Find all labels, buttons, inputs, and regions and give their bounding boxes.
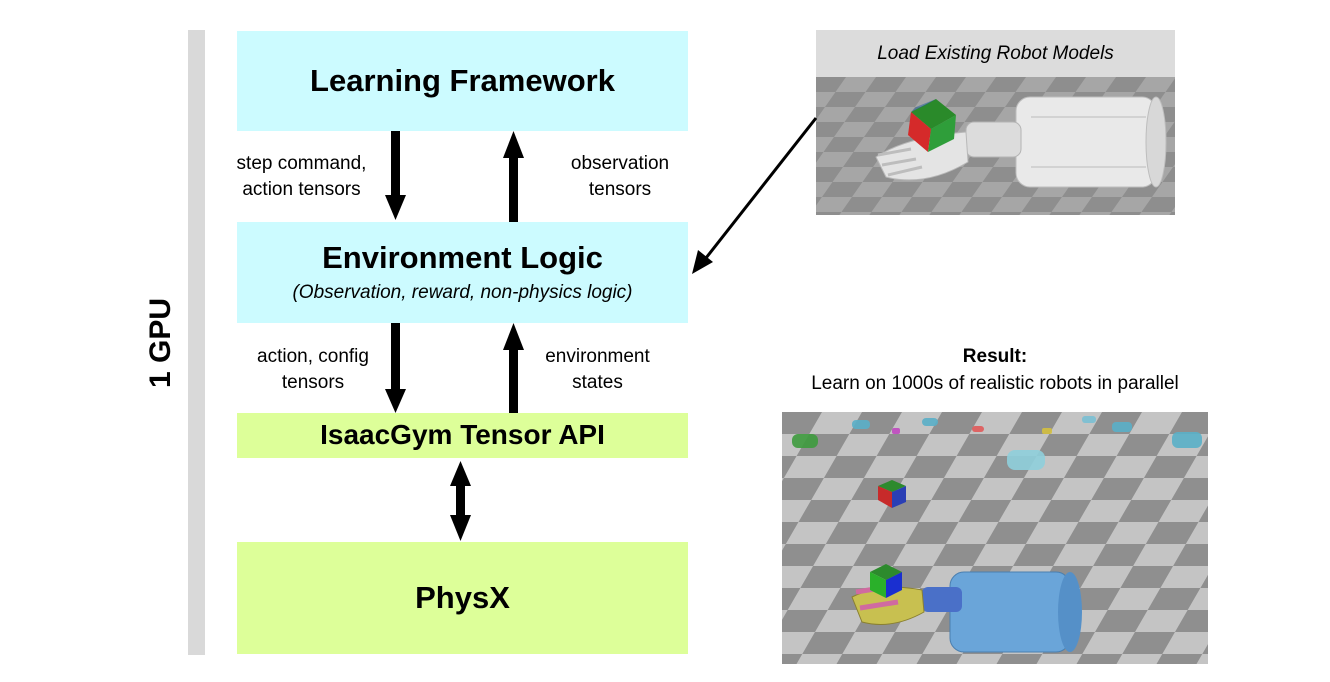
environment-logic-block: Environment Logic (Observation, reward, …	[237, 222, 688, 323]
learning-framework-block: Learning Framework	[237, 31, 688, 131]
environment-logic-title: Environment Logic	[322, 240, 603, 276]
step-command-line-2: action tensors	[242, 179, 361, 200]
action-config-line-2: tensors	[281, 372, 345, 393]
tensor-api-block: IsaacGym Tensor API	[237, 413, 688, 458]
parallel-robots-render	[782, 412, 1208, 664]
action-config-line-1: action, config	[257, 346, 369, 367]
tensor-api-title: IsaacGym Tensor API	[320, 419, 605, 451]
up-arrow-top	[503, 131, 524, 222]
observation-line-2: tensors	[588, 179, 652, 200]
result-description: Learn on 1000s of realistic robots in pa…	[811, 373, 1179, 394]
robot-models-caption: Load Existing Robot Models	[816, 30, 1175, 77]
step-command-line-1: step command,	[236, 153, 367, 174]
environment-logic-subtitle: (Observation, reward, non-physics logic)	[292, 281, 633, 303]
robot-hand-render	[816, 77, 1175, 215]
physx-block: PhysX	[237, 542, 688, 654]
action-config-label: action, config tensors	[228, 344, 398, 396]
step-command-label: step command, action tensors	[214, 151, 389, 203]
observation-line-1: observation	[570, 153, 670, 174]
gpu-bar	[188, 30, 205, 655]
gpu-label-text: 1 GPU	[144, 297, 177, 389]
environment-states-label: environment states	[515, 344, 680, 396]
observation-tensors-label: observation tensors	[535, 151, 705, 203]
bidirectional-arrow	[450, 461, 471, 541]
physx-title: PhysX	[415, 579, 510, 615]
robot-models-arrow	[692, 117, 818, 274]
result-title: Result:	[962, 346, 1028, 367]
environment-states-line-1: environment	[545, 346, 650, 367]
robot-models-panel: Load Existing Robot Models	[816, 30, 1175, 215]
environment-states-line-2: states	[572, 372, 623, 393]
learning-framework-title: Learning Framework	[310, 62, 615, 98]
